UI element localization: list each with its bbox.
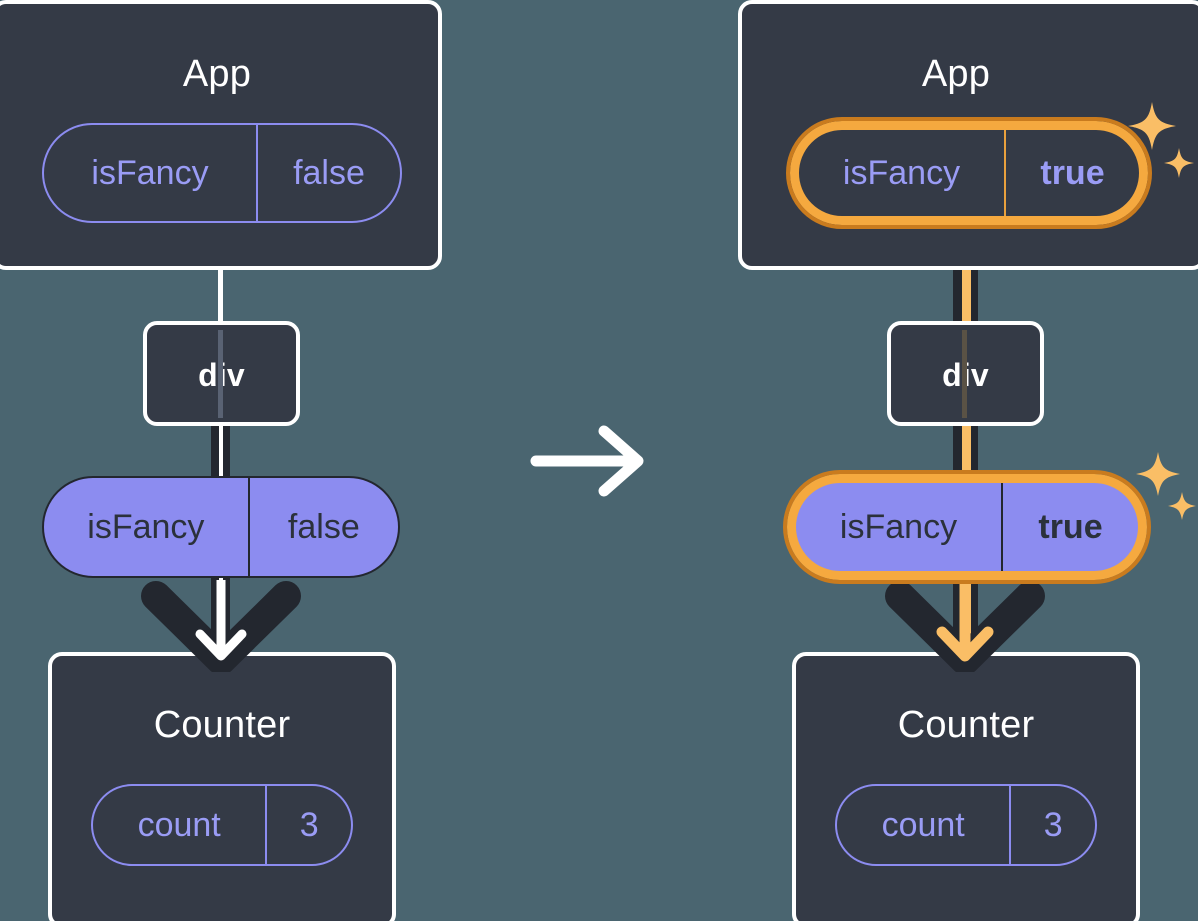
prop-pill-value-left: false	[247, 478, 398, 576]
app-state-pill-key-right: isFancy	[842, 153, 961, 192]
app-state-pill-right[interactable]: isFancy true	[786, 117, 1152, 229]
connector-through-div-left	[218, 330, 223, 418]
prop-pill-left[interactable]: isFancy false	[42, 476, 400, 578]
arrow-down-left	[140, 580, 302, 675]
arrow-down-right	[884, 580, 1046, 675]
arrow-down-icon-right	[885, 580, 1045, 675]
sparkle-icon-small	[1168, 492, 1196, 520]
prop-pill-key-left: isFancy	[87, 507, 205, 546]
prop-pill-key-right: isFancy	[839, 507, 958, 546]
counter-state-pill-key-right: count	[881, 805, 965, 844]
app-box-title-right: App	[921, 53, 991, 95]
prop-pill-value-right: true	[1001, 483, 1138, 571]
app-box-title-left: App	[182, 53, 252, 95]
counter-state-pill-value-left: 3	[265, 786, 351, 864]
app-state-pill-value-left: false	[256, 125, 400, 221]
counter-state-pill-key-left: count	[137, 805, 221, 844]
arrow-right-icon	[530, 425, 644, 497]
counter-box-title-left: Counter	[153, 704, 291, 746]
sparkle-icon-small	[1164, 148, 1194, 178]
sparkle-group-app-right	[1126, 98, 1198, 184]
app-state-pill-value-right: true	[1004, 130, 1139, 216]
counter-state-pill-value-right: 3	[1009, 786, 1095, 864]
prop-pill-right[interactable]: isFancy true	[783, 470, 1151, 584]
sparkle-group-prop-right	[1134, 448, 1198, 528]
app-state-pill-key-left: isFancy	[91, 153, 209, 192]
connector-app-to-div-left	[218, 262, 223, 324]
connector-div-to-prop-left	[211, 424, 230, 482]
transition-arrow	[530, 425, 648, 497]
sparkle-icon-large	[1136, 452, 1180, 496]
arrow-down-icon-left	[141, 580, 301, 675]
connector-through-div-right	[962, 330, 967, 418]
counter-state-pill-left[interactable]: count 3	[91, 784, 353, 866]
connector-div-to-prop-right	[953, 424, 978, 482]
counter-state-pill-right[interactable]: count 3	[835, 784, 1097, 866]
app-state-pill-left[interactable]: isFancy false	[42, 123, 402, 223]
sparkle-icon-large	[1128, 102, 1176, 150]
counter-box-title-right: Counter	[897, 704, 1035, 746]
